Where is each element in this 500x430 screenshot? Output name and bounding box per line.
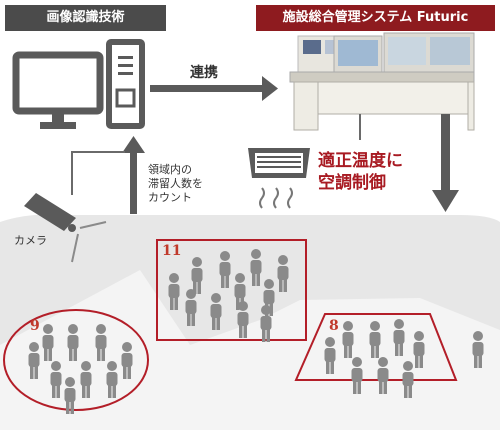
count-description-line: 領域内の	[148, 163, 192, 176]
zone-right-trapezoid	[294, 313, 458, 381]
link-arrow	[150, 76, 278, 101]
air-control-text: 適正温度に 空調制御	[318, 150, 403, 194]
pc-tower-icon	[106, 39, 145, 129]
image-recognition-tag: 画像認識技術	[5, 5, 166, 31]
count-description-line: カウント	[148, 191, 192, 204]
floor-highlight	[0, 270, 500, 430]
control-down-arrow	[432, 114, 459, 212]
camera-label: カメラ	[14, 234, 47, 247]
monitor-icon	[12, 51, 104, 129]
count-up-arrow	[122, 136, 145, 214]
zone-center-count: 11	[162, 243, 182, 259]
air-control-line: 適正温度に	[318, 151, 403, 171]
zone-left-ellipse	[3, 309, 149, 411]
camera-cable	[71, 151, 125, 195]
zone-right-count: 8	[329, 318, 339, 334]
count-description: 領域内の 滞留人数を カウント	[148, 163, 203, 205]
camera-icon	[24, 193, 107, 263]
air-conditioner-icon	[248, 148, 310, 209]
facility-system-tag: 施設総合管理システム Futuric	[256, 5, 495, 31]
zone-center-rectangle	[156, 239, 307, 341]
link-label: 連携	[190, 65, 218, 81]
count-description-line: 滞留人数を	[148, 177, 203, 190]
air-control-line: 空調制御	[318, 173, 386, 193]
control-console-icon	[289, 32, 475, 131]
zone-left-count: 9	[30, 318, 40, 334]
